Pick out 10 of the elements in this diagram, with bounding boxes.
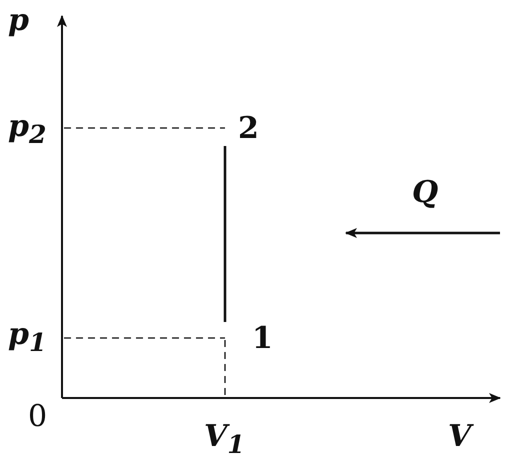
axis-label: V xyxy=(448,420,472,454)
axis-label: p xyxy=(8,4,29,38)
tick-label: p$_{1}$ xyxy=(8,318,46,359)
state-point-label: 1 xyxy=(224,322,282,358)
origin-label: 0 xyxy=(28,400,48,434)
tick-label: V$_{1}$ xyxy=(204,420,245,461)
process-line xyxy=(224,146,226,322)
state-point-label: 2 xyxy=(224,112,268,146)
heat-label: Q xyxy=(412,176,438,210)
tick-label: p$_{2}$ xyxy=(8,110,46,151)
